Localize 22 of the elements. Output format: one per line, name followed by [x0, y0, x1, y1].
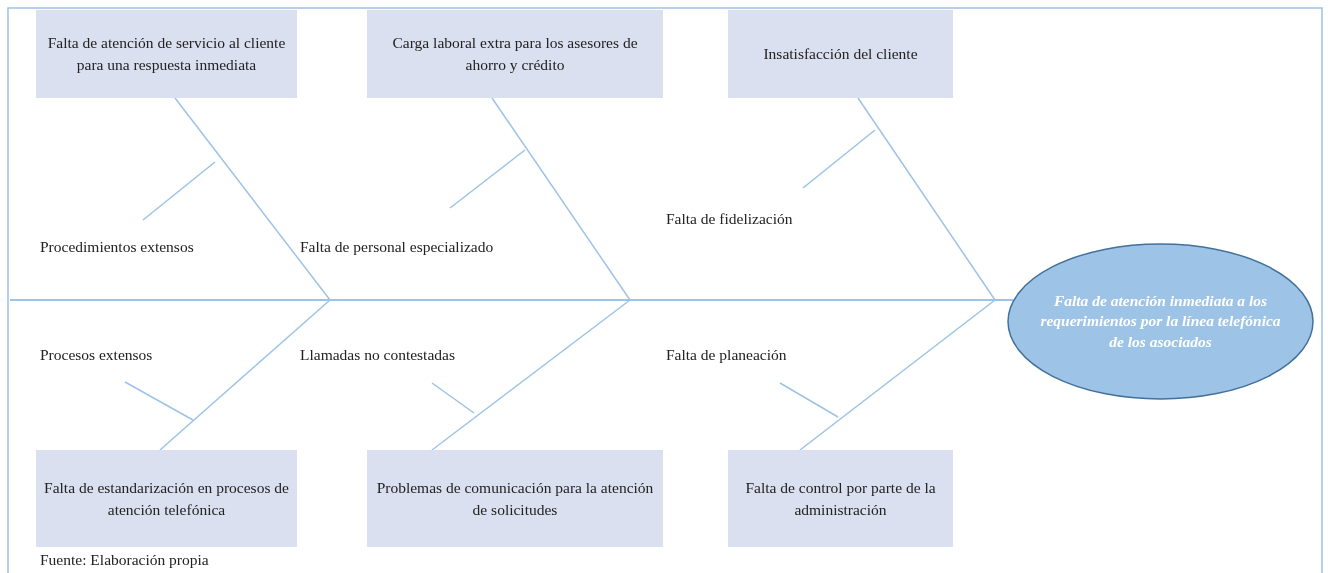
effect-text: Falta de atención inmediata a los requerimientos por la línea telefónica de los asociados	[1039, 291, 1282, 352]
bone-line	[491, 97, 631, 301]
cause-box: Carga laboral extra para los asesores de ahorro y crédito	[367, 10, 663, 98]
spine-line	[9, 299, 1014, 301]
bone-line	[159, 299, 331, 451]
cause-box: Falta de estandarización en procesos de atención telefónica	[36, 450, 297, 547]
sub-cause-label: Procedimientos extensos	[40, 238, 194, 256]
sub-cause-label: Procesos extensos	[40, 346, 153, 364]
bone-line	[857, 97, 996, 301]
sub-cause-label: Falta de planeación	[666, 346, 787, 364]
effect-ellipse	[1007, 243, 1314, 400]
bone-line	[799, 299, 996, 451]
sub-cause-label: Falta de personal especializado	[300, 238, 494, 256]
cause-box: Problemas de comunicación para la atención de solicitudes	[367, 450, 663, 547]
cause-box: Falta de atención de servicio al cliente para una respuesta inmediata	[36, 10, 297, 98]
sub-cause-label: Llamadas no contestadas	[300, 346, 455, 364]
cause-box: Insatisfacción del cliente	[728, 10, 953, 98]
bone-line	[174, 97, 331, 301]
bone-line	[431, 299, 631, 451]
source-caption: Fuente: Elaboración propia	[40, 551, 209, 569]
cause-box: Falta de control por parte de la administración	[728, 450, 953, 547]
sub-cause-label: Falta de fidelización	[666, 210, 793, 228]
